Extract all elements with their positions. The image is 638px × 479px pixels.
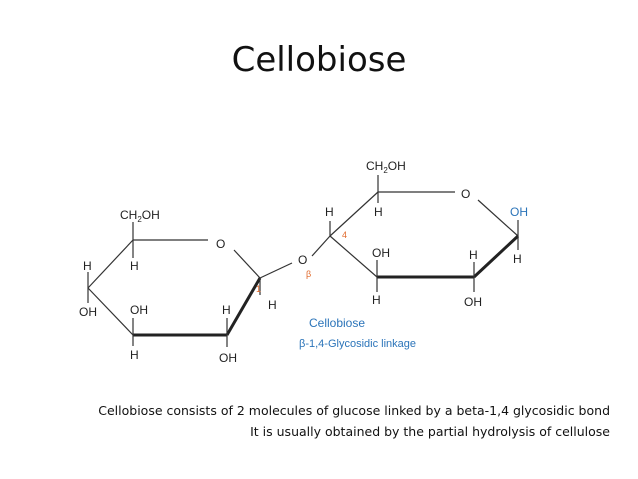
inset-cellobiose-label: Cellobiose xyxy=(309,316,365,330)
page-title: Cellobiose xyxy=(231,40,407,80)
left-c3-h: H xyxy=(130,348,139,362)
carbon-4-label: 4 xyxy=(342,230,347,240)
right-c3-h: H xyxy=(372,293,381,307)
left-c1-h: H xyxy=(268,298,277,312)
right-c2-h: H xyxy=(469,248,478,262)
inset-linkage-label: β-1,4-Glycosidic linkage xyxy=(299,338,416,350)
left-c2-oh: OH xyxy=(219,351,237,365)
left-glucose-ring xyxy=(87,222,293,347)
right-c5-h: H xyxy=(374,205,383,219)
left-ring-oxygen: O xyxy=(216,237,225,251)
beta-label: β xyxy=(306,269,311,279)
carbon-1-label: 1 xyxy=(256,284,261,294)
glycosidic-oxygen: O xyxy=(298,253,307,267)
right-c2-oh: OH xyxy=(464,295,482,309)
left-c4-h: H xyxy=(83,259,92,273)
left-c5-h: H xyxy=(130,259,139,273)
left-c2-h: H xyxy=(222,303,231,317)
right-ring-oxygen: O xyxy=(461,187,470,201)
left-c3-oh: OH xyxy=(130,303,148,317)
right-ch2oh-label: CH2OH xyxy=(366,159,406,175)
right-c1-oh: OH xyxy=(510,205,528,219)
caption-line-1: Cellobiose consists of 2 molecules of gl… xyxy=(98,403,610,418)
right-c3-oh: OH xyxy=(372,246,390,260)
left-ch2oh-label: CH2OH xyxy=(120,208,160,224)
right-c4-h: H xyxy=(325,205,334,219)
caption-line-2: It is usually obtained by the partial hy… xyxy=(250,424,610,439)
right-glucose-ring xyxy=(311,175,520,292)
left-c4-oh: OH xyxy=(79,305,97,319)
right-c1-h: H xyxy=(513,252,522,266)
